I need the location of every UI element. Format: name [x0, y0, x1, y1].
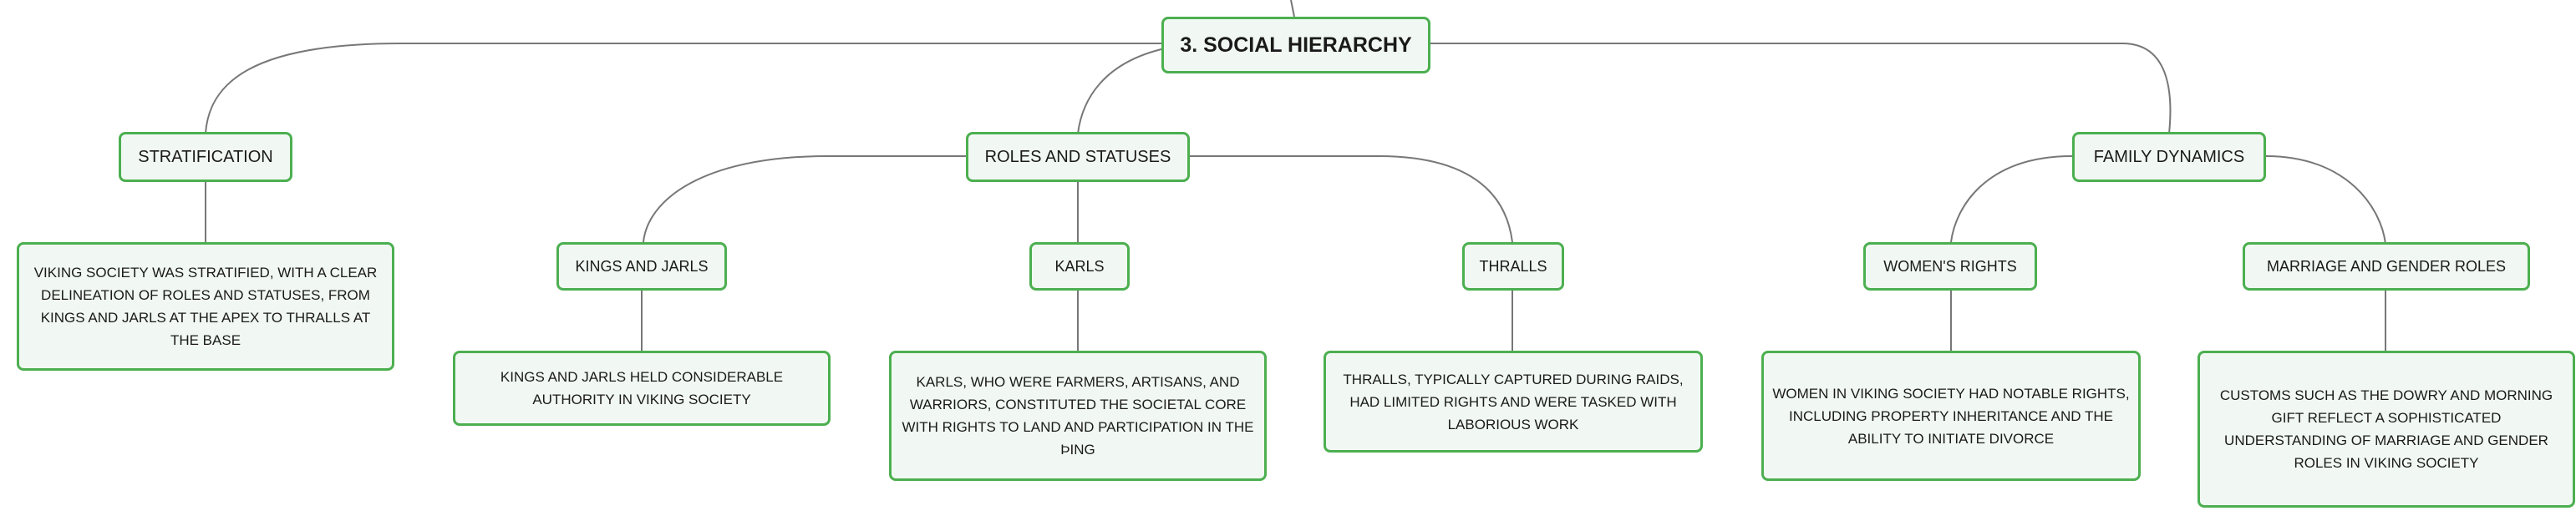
- stratification-node[interactable]: STRATIFICATION: [119, 132, 292, 182]
- karls-detail: KARLS, WHO WERE FARMERS, ARTISANS, AND W…: [902, 374, 1254, 458]
- stratification-detail: VIKING SOCIETY WAS STRATIFIED, WITH A CL…: [33, 265, 378, 348]
- marriage-gender-roles-detail: CUSTOMS SUCH AS THE DOWRY AND MORNING GI…: [2219, 387, 2553, 471]
- family-dynamics-node[interactable]: FAMILY DYNAMICS: [2072, 132, 2266, 182]
- karls-label: KARLS: [1054, 257, 1105, 275]
- thralls-node[interactable]: THRALLS: [1462, 242, 1564, 291]
- root-node[interactable]: 3. SOCIAL HIERARCHY: [1161, 17, 1430, 73]
- karls-detail-node[interactable]: KARLS, WHO WERE FARMERS, ARTISANS, AND W…: [889, 351, 1267, 481]
- kings-and-jarls-detail-node[interactable]: KINGS AND JARLS HELD CONSIDERABLE AUTHOR…: [453, 351, 831, 426]
- thralls-detail-node[interactable]: THRALLS, TYPICALLY CAPTURED DURING RAIDS…: [1324, 351, 1703, 453]
- karls-node[interactable]: KARLS: [1029, 242, 1130, 291]
- womens-rights-detail-node[interactable]: WOMEN IN VIKING SOCIETY HAD NOTABLE RIGH…: [1761, 351, 2141, 481]
- stratification-label: STRATIFICATION: [138, 147, 273, 166]
- marriage-gender-roles-node[interactable]: MARRIAGE AND GENDER ROLES: [2243, 242, 2530, 291]
- thralls-label: THRALLS: [1479, 257, 1547, 275]
- kings-and-jarls-label: KINGS AND JARLS: [575, 257, 709, 275]
- root-label: 3. SOCIAL HIERARCHY: [1180, 33, 1412, 57]
- stratification-detail-node[interactable]: VIKING SOCIETY WAS STRATIFIED, WITH A CL…: [17, 242, 394, 371]
- thralls-detail: THRALLS, TYPICALLY CAPTURED DURING RAIDS…: [1343, 371, 1684, 432]
- family-dynamics-label: FAMILY DYNAMICS: [2093, 147, 2245, 166]
- womens-rights-detail: WOMEN IN VIKING SOCIETY HAD NOTABLE RIGH…: [1772, 385, 2130, 447]
- womens-rights-label: WOMEN'S RIGHTS: [1883, 257, 2017, 275]
- kings-and-jarls-detail: KINGS AND JARLS HELD CONSIDERABLE AUTHOR…: [500, 369, 784, 407]
- womens-rights-node[interactable]: WOMEN'S RIGHTS: [1863, 242, 2037, 291]
- roles-and-statuses-node[interactable]: ROLES AND STATUSES: [966, 132, 1190, 182]
- marriage-gender-roles-label: MARRIAGE AND GENDER ROLES: [2266, 257, 2507, 275]
- kings-and-jarls-node[interactable]: KINGS AND JARLS: [556, 242, 727, 291]
- marriage-gender-roles-detail-node[interactable]: CUSTOMS SUCH AS THE DOWRY AND MORNING GI…: [2197, 351, 2575, 508]
- roles-and-statuses-label: ROLES AND STATUSES: [984, 147, 1171, 166]
